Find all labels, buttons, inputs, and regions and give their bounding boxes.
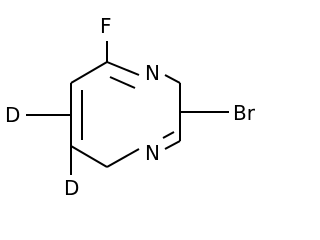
nitrogen-bottom-label: N — [145, 141, 160, 165]
bond-n3-c4-inner — [109, 76, 136, 89]
bond-c6-n1 — [70, 145, 108, 168]
deuterium-bottom-label: D — [64, 176, 79, 200]
bromine-label: Br — [233, 101, 256, 125]
bond-c4-c5 — [70, 61, 108, 84]
molecule-structure: F N N Br D D — [5, 14, 256, 200]
bond-n1-c6-right — [106, 148, 140, 168]
molecule-diagram: F N N Br D D — [5, 14, 256, 200]
nitrogen-top-label: N — [145, 61, 160, 85]
deuterium-left-label: D — [5, 103, 20, 127]
bond-n3-c4 — [106, 61, 140, 76]
bond-n3-c2-left — [164, 74, 181, 84]
fluorine-label: F — [100, 14, 112, 38]
bond-n1-c2-inner — [162, 131, 175, 139]
bond-n1-c2 — [164, 140, 181, 150]
